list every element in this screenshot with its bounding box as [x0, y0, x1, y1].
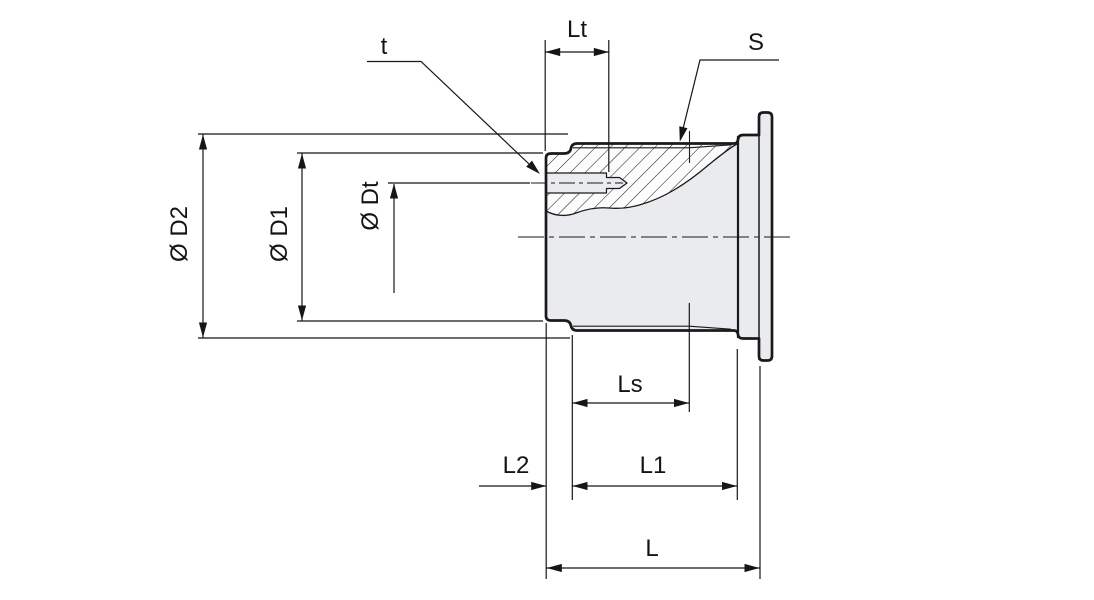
leader-line-t — [367, 60, 538, 173]
arrow-l-right — [744, 563, 760, 573]
arrow-leader-t — [526, 160, 540, 174]
dimension-arrowheads — [198, 47, 760, 573]
dim-label-ls: Ls — [617, 371, 643, 398]
break-line — [545, 143, 738, 217]
dim-label-t: t — [380, 33, 388, 60]
part-outline — [544, 111, 774, 362]
arrow-d2-bottom — [198, 322, 208, 338]
arrow-dt-up — [389, 183, 399, 199]
arrow-ls-left — [572, 398, 588, 408]
arrow-d2-top — [198, 134, 208, 150]
arrow-l1-right — [722, 481, 737, 491]
arrow-d1-bottom — [297, 305, 307, 321]
tang-slot — [545, 172, 628, 194]
arrow-l2-right — [531, 481, 547, 491]
dim-label-s: S — [747, 29, 765, 56]
arrow-lt-left — [545, 47, 561, 57]
arrow-l-left — [546, 563, 562, 573]
dim-label-lt: Lt — [566, 16, 588, 43]
dim-label-l: L — [645, 535, 659, 562]
dim-label-dt: Ø Dt — [357, 181, 384, 231]
dim-label-l2: L2 — [502, 452, 530, 479]
arrow-ls-right — [674, 398, 689, 408]
dim-label-d1: Ø D1 — [266, 205, 293, 263]
dim-label-d2: Ø D2 — [166, 205, 193, 263]
dimension-lines — [198, 40, 779, 579]
arrow-leader-s — [679, 126, 688, 142]
leader-line-s — [679, 59, 779, 140]
arrow-d1-top — [297, 153, 307, 169]
arrow-lt-right — [593, 47, 609, 57]
dim-label-l1: L1 — [639, 452, 667, 479]
arrow-l1-left — [572, 481, 588, 491]
part-sleeve-body — [503, 111, 792, 362]
